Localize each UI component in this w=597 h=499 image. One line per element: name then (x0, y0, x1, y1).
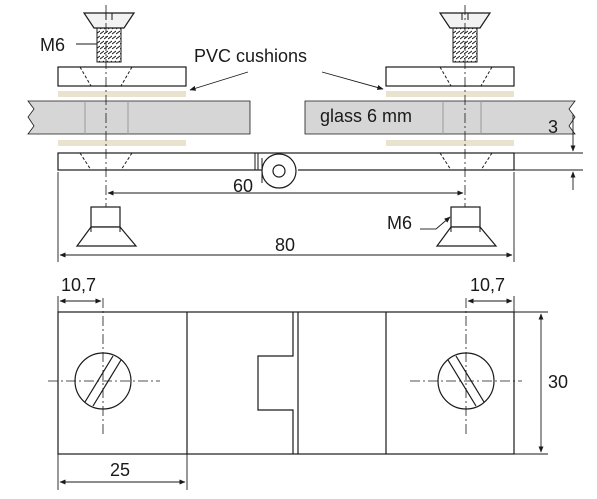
bottom-nut-left (75, 206, 138, 247)
dimension-30 (514, 311, 548, 455)
label-m6-nut: M6 (387, 213, 412, 233)
label-pvc-cushions: PVC cushions (194, 46, 307, 66)
label-dimension-30: 30 (548, 372, 568, 392)
label-dimension-80: 80 (275, 235, 295, 255)
top-clamp-plate-left (57, 66, 187, 87)
dimension-3 (514, 114, 583, 190)
pvc-cushion-bottom-right (386, 140, 514, 146)
pvc-cushion-bottom-left (58, 140, 186, 146)
glass-panel-left (27, 100, 251, 135)
label-m6-screw: M6 (40, 35, 65, 55)
center-lines-top-view (48, 298, 522, 434)
leader-lines (76, 43, 451, 230)
center-lines (105, 5, 466, 210)
dimension-10-7-left (57, 296, 102, 312)
hinge-knuckle (261, 153, 298, 189)
top-clamp-plate-right (385, 66, 515, 87)
label-hole-offset-right: 10,7 (470, 275, 505, 295)
dimension-10-7-right (467, 296, 515, 312)
label-dimension-3: 3 (548, 117, 558, 137)
bottom-nut-right (435, 206, 498, 247)
hinge-knuckle-interlock (257, 312, 299, 454)
pvc-cushion-top-left (58, 91, 186, 97)
label-dimension-60: 60 (233, 176, 253, 196)
pvc-cushion-top-right (386, 91, 514, 97)
label-dimension-25: 25 (110, 460, 130, 480)
countersunk-screw-left (82, 12, 136, 63)
label-hole-offset-left: 10,7 (61, 275, 96, 295)
label-glass-thickness: glass 6 mm (320, 106, 412, 126)
dimension-25 (57, 454, 188, 490)
dimension-80 (57, 172, 515, 262)
glass-panel-right (304, 100, 576, 135)
